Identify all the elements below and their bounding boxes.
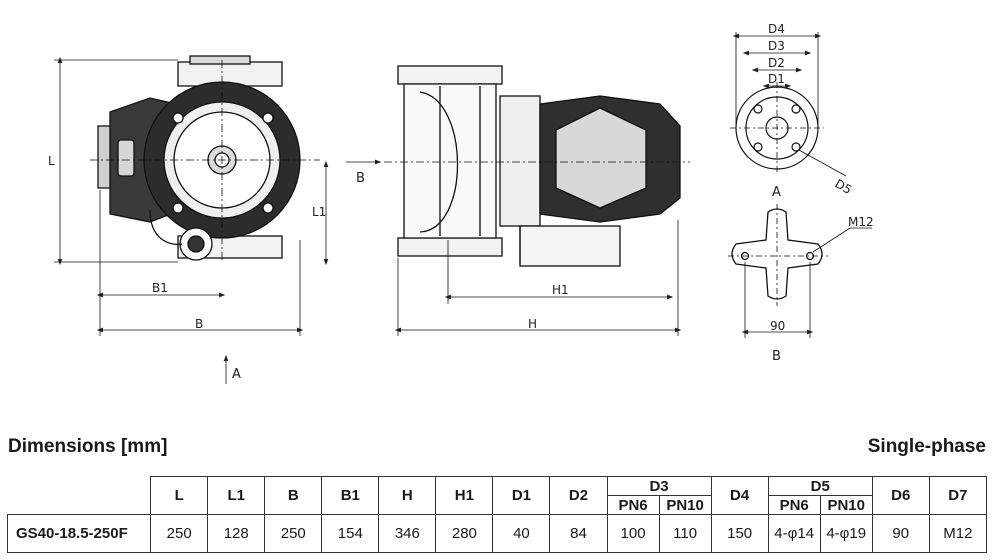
dim-d5: D5 <box>833 176 855 197</box>
dim-d3: D3 <box>768 39 785 53</box>
cell-d2: 84 <box>549 514 608 553</box>
cell-d5-pn10: 4-φ19 <box>819 514 873 553</box>
cell-d6: 90 <box>871 514 930 553</box>
table-row: GS40-18.5-250F 250 128 250 154 346 280 4… <box>6 514 988 553</box>
view-arrow-b: B <box>356 171 365 186</box>
dim-90: 90 <box>770 319 785 333</box>
cell-h: 346 <box>378 514 437 553</box>
cell-d5-pn6: 4-φ14 <box>767 514 821 553</box>
dim-h1: H1 <box>552 283 569 297</box>
header-blank <box>7 476 152 515</box>
header-b: B <box>264 476 323 515</box>
header-d3-pn10: PN10 <box>658 495 712 515</box>
cell-d1: 40 <box>492 514 551 553</box>
view-arrow-a: A <box>232 367 241 382</box>
dim-l: L <box>48 154 55 168</box>
cell-h1: 280 <box>435 514 494 553</box>
header-h: H <box>378 476 437 515</box>
header-d5-pn10: PN10 <box>819 495 873 515</box>
cell-b1: 154 <box>321 514 380 553</box>
header-d1: D1 <box>492 476 551 515</box>
dim-l1: L1 <box>312 205 326 219</box>
cell-d3-pn6: 100 <box>606 514 660 553</box>
cell-l: 250 <box>150 514 209 553</box>
table-header-row: L L1 B B1 H H1 D1 D2 D3 D4 D5 D6 D7 <box>7 476 988 515</box>
dim-h: H <box>528 317 537 331</box>
header-b1: B1 <box>321 476 380 515</box>
dimensions-title: Dimensions [mm] <box>8 436 168 457</box>
dim-d1: D1 <box>768 72 785 86</box>
dimensions-table: L L1 B B1 H H1 D1 D2 D3 D4 D5 D6 D7 PN6 … <box>6 476 988 553</box>
side-view <box>397 65 681 267</box>
dim-d4: D4 <box>768 22 785 36</box>
cell-b: 250 <box>264 514 323 553</box>
header-d5: D5 <box>767 476 873 496</box>
header-d7: D7 <box>928 476 988 515</box>
technical-drawing: L L1 B1 B A B H1 H <box>48 22 874 384</box>
table-subheader-row: PN6 PN10 PN6 PN10 <box>8 495 987 515</box>
view-label-b: B <box>772 349 781 364</box>
view-label-a: A <box>772 185 781 200</box>
cell-l1: 128 <box>207 514 266 553</box>
header-d4: D4 <box>710 476 769 515</box>
header-d3-pn6: PN6 <box>606 495 660 515</box>
header-h1: H1 <box>435 476 494 515</box>
header-l: L <box>150 476 209 515</box>
front-view <box>97 55 301 261</box>
dim-b1: B1 <box>152 281 168 295</box>
dim-b: B <box>195 317 203 331</box>
cell-model: GS40-18.5-250F <box>6 514 152 553</box>
cell-d4: 150 <box>710 514 769 553</box>
dim-m12: M12 <box>848 215 874 229</box>
header-d5-pn6: PN6 <box>767 495 821 515</box>
cell-d7: M12 <box>928 514 988 553</box>
cell-d3-pn10: 110 <box>658 514 712 553</box>
header-d2: D2 <box>549 476 608 515</box>
phase-title: Single-phase <box>867 436 986 457</box>
header-d6: D6 <box>871 476 930 515</box>
header-d3: D3 <box>606 476 712 496</box>
header-l1: L1 <box>207 476 266 515</box>
dim-d2: D2 <box>768 56 785 70</box>
